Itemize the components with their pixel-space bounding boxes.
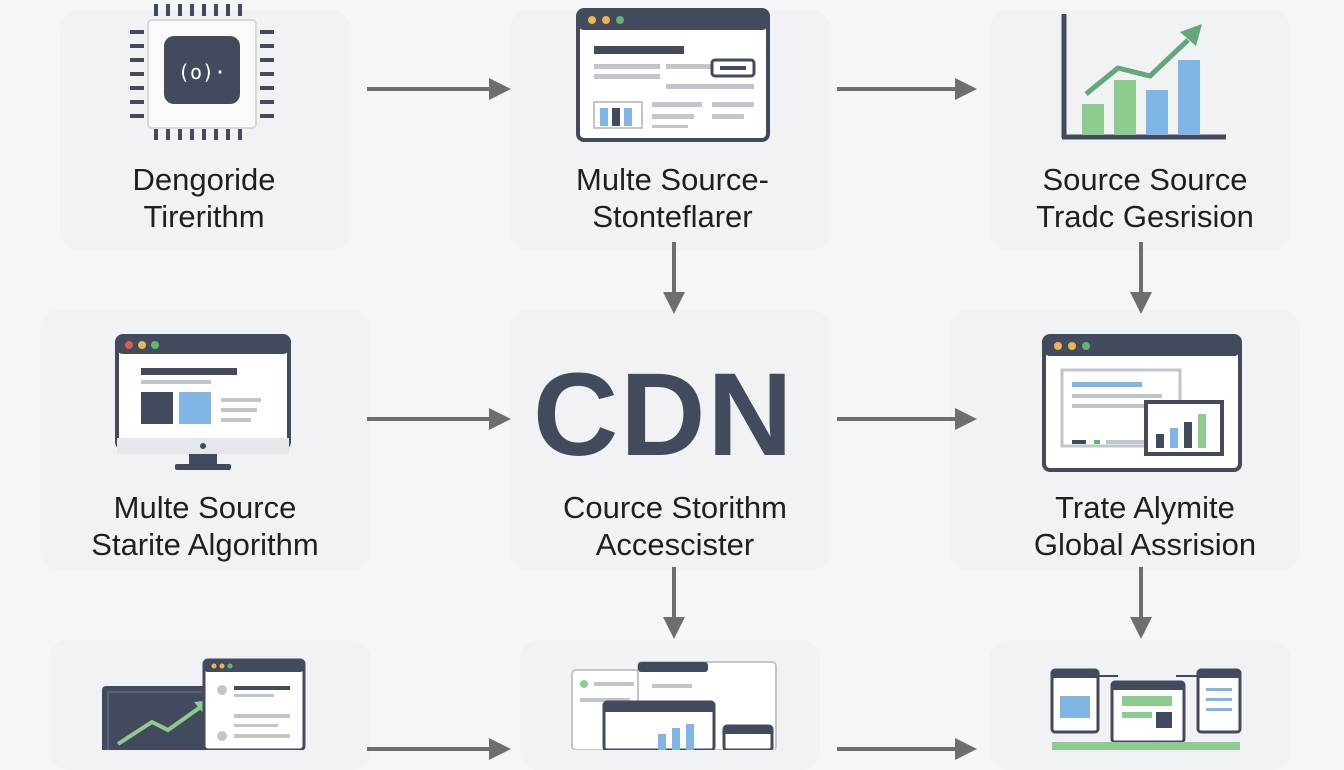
node-label-cdn: Cource Storithm Accescister xyxy=(520,489,830,563)
stacked-windows-icon xyxy=(571,661,777,750)
node-label-line1: Dengoride xyxy=(132,162,276,197)
arrow-right-icon xyxy=(367,738,511,760)
node-label-line2: Starite Algorithm xyxy=(91,527,319,562)
node-label-line1: Trate Alymite xyxy=(1055,490,1235,525)
analytics-screens-icon xyxy=(102,658,306,750)
dashboard-window-icon xyxy=(1042,334,1242,472)
node-label-chip: Dengoride Tirerithm xyxy=(80,161,328,235)
node-card-cdn xyxy=(510,310,830,570)
node-label-monitor-mid: Multe Source Starite Algorithm xyxy=(55,489,355,563)
network-dashboard-icon xyxy=(1050,668,1242,750)
arrow-down-icon xyxy=(1130,567,1152,639)
node-label-line2: Tirerithm xyxy=(143,199,265,234)
browser-window-icon xyxy=(576,8,770,142)
arrow-right-icon xyxy=(837,738,977,760)
growth-chart-icon xyxy=(1061,14,1226,140)
arrow-down-icon xyxy=(663,567,685,639)
arrow-down-icon xyxy=(663,242,685,314)
node-label-chart-top: Source Source Tradc Gesrision xyxy=(1000,161,1290,235)
arrow-down-icon xyxy=(1130,242,1152,314)
node-label-line1: Source Source xyxy=(1042,162,1248,197)
arrow-right-icon xyxy=(837,78,977,100)
desktop-monitor-icon xyxy=(115,334,291,470)
node-card-chart-top xyxy=(990,10,1290,250)
node-label-line1: Multe Source xyxy=(113,490,297,525)
node-label-line2: Tradc Gesrision xyxy=(1036,199,1254,234)
arrow-right-icon xyxy=(837,408,977,430)
arrow-right-icon xyxy=(367,408,511,430)
chip-glyph: (o)· xyxy=(177,60,227,84)
node-label-line2: Global Assrision xyxy=(1033,527,1257,562)
arrow-right-icon xyxy=(367,78,511,100)
node-label-line1: Multe Source- xyxy=(576,162,769,197)
node-label-line1: Cource Storithm xyxy=(563,490,787,525)
node-label-line2: Accescister xyxy=(595,527,755,562)
processor-chip-icon xyxy=(130,4,274,140)
node-label-line2: Stonteflarer xyxy=(592,199,753,234)
node-label-dashboard-mid: Trate Alymite Global Assrision xyxy=(995,489,1295,563)
node-label-browser-top: Multe Source- Stonteflarer xyxy=(530,161,815,235)
cdn-title: CDN xyxy=(533,349,795,481)
